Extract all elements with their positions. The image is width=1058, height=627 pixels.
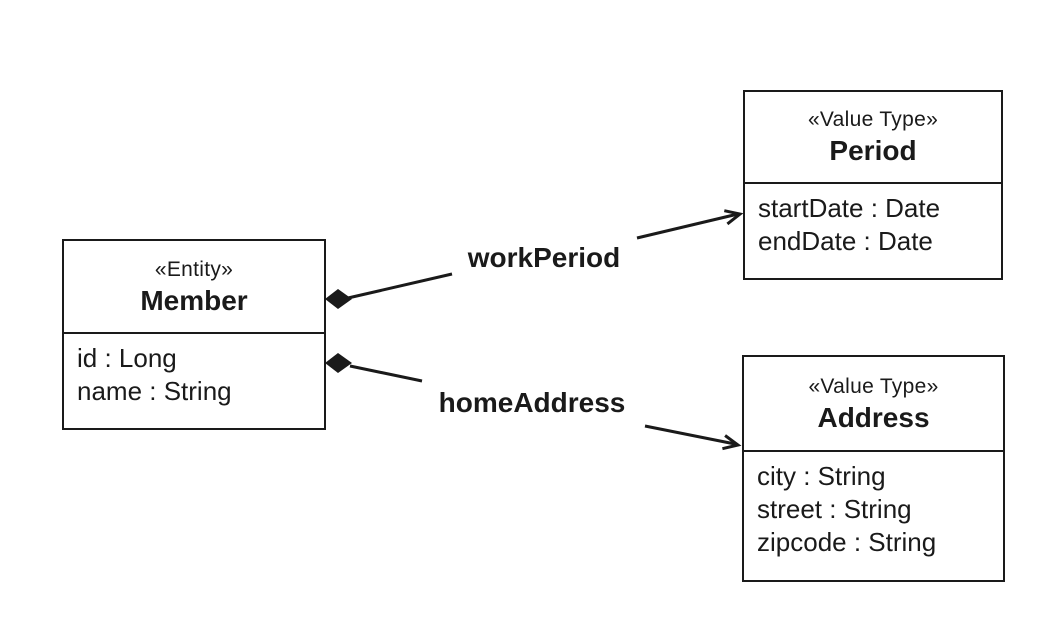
stereotype-label: «Entity» [154, 257, 234, 281]
class-header: «Value Type» Address [744, 357, 1003, 452]
class-box-address: «Value Type» Address city : String stree… [742, 355, 1005, 582]
attribute: city : String [757, 461, 886, 491]
attributes-compartment: city : String street : String zipcode : … [744, 452, 1003, 565]
attribute: id : Long [77, 343, 177, 373]
class-header: «Entity» Member [64, 241, 324, 334]
stereotype-label: «Value Type» [808, 374, 939, 398]
relation-label-workperiod: workPeriod [467, 242, 621, 273]
class-box-member: «Entity» Member id : Long name : String [62, 239, 326, 430]
class-name: Address [817, 401, 930, 433]
stereotype-label: «Value Type» [807, 108, 939, 131]
open-arrowhead-icon [722, 434, 742, 451]
attributes-compartment: id : Long name : String [64, 334, 324, 414]
attribute: name : String [77, 376, 232, 406]
class-name: Period [829, 135, 917, 166]
class-name: Member [140, 284, 248, 316]
attributes-compartment: startDate : Date endDate : Date [745, 184, 1001, 264]
class-box-period: «Value Type» Period startDate : Date end… [743, 90, 1003, 280]
open-arrowhead-icon [723, 209, 744, 226]
relation-label-homeaddress: homeAddress [438, 387, 626, 418]
attribute: startDate : Date [758, 193, 941, 223]
composition-diamond-icon [325, 289, 352, 309]
attribute: zipcode : String [757, 527, 937, 557]
composition-diamond-icon [325, 353, 352, 373]
attribute: endDate : Date [758, 226, 933, 256]
attribute: street : String [757, 494, 912, 524]
class-header: «Value Type» Period [745, 92, 1001, 184]
